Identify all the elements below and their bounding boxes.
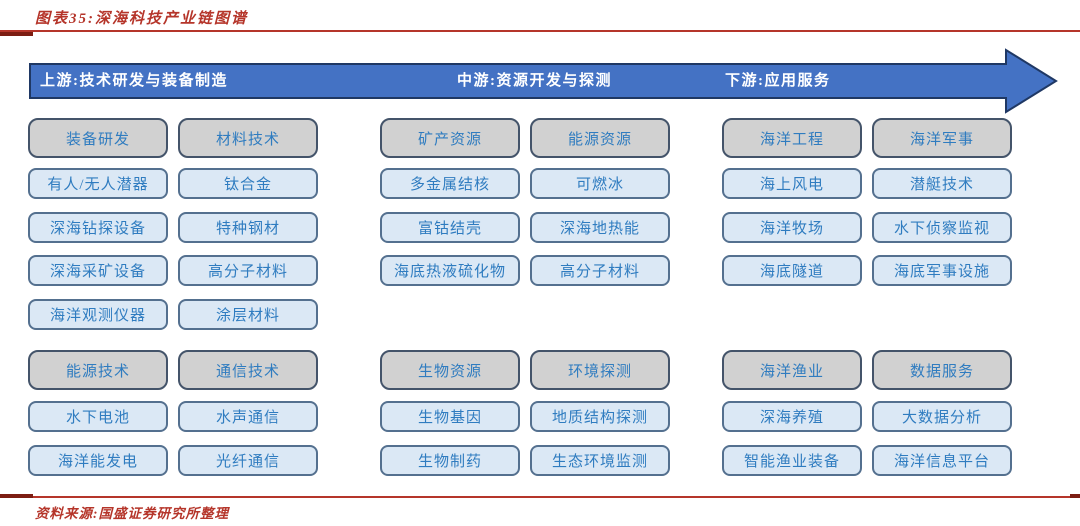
chain-item-box: 可燃冰 — [530, 168, 670, 199]
chain-item-box: 海洋能发电 — [28, 445, 168, 476]
banner-segment-downstream: 下游:应用服务 — [725, 73, 831, 89]
chain-item-box: 海上风电 — [722, 168, 862, 199]
chain-item-box: 生物制药 — [380, 445, 520, 476]
chain-item-box: 多金属结核 — [380, 168, 520, 199]
chain-item-box: 大数据分析 — [872, 401, 1012, 432]
chain-category-box: 环境探测 — [530, 350, 670, 390]
chain-category-box: 能源资源 — [530, 118, 670, 158]
chain-item-box: 海底热液硫化物 — [380, 255, 520, 286]
chain-category-box: 海洋渔业 — [722, 350, 862, 390]
chain-item-box: 水声通信 — [178, 401, 318, 432]
chain-item-box: 智能渔业装备 — [722, 445, 862, 476]
source-rule-right-cap — [1070, 494, 1080, 498]
chain-item-box: 钛合金 — [178, 168, 318, 199]
chain-category-box: 海洋军事 — [872, 118, 1012, 158]
chain-category-box: 能源技术 — [28, 350, 168, 390]
chain-item-box: 水下侦察监视 — [872, 212, 1012, 243]
chain-item-box: 特种钢材 — [178, 212, 318, 243]
chain-category-box: 矿产资源 — [380, 118, 520, 158]
chain-category-box: 通信技术 — [178, 350, 318, 390]
figure-title: 图表35:深海科技产业链图谱 — [35, 11, 248, 27]
chain-item-box: 深海地热能 — [530, 212, 670, 243]
chain-item-box: 海洋观测仪器 — [28, 299, 168, 330]
chain-category-box: 装备研发 — [28, 118, 168, 158]
chain-item-box: 海底隧道 — [722, 255, 862, 286]
chain-item-box: 深海钻探设备 — [28, 212, 168, 243]
chain-item-box: 高分子材料 — [178, 255, 318, 286]
chain-item-box: 涂层材料 — [178, 299, 318, 330]
chain-item-box: 生态环境监测 — [530, 445, 670, 476]
source-rule — [0, 496, 1080, 498]
chain-category-box: 材料技术 — [178, 118, 318, 158]
title-rule — [0, 30, 1080, 32]
chain-item-box: 水下电池 — [28, 401, 168, 432]
chain-item-box: 海洋信息平台 — [872, 445, 1012, 476]
chain-item-box: 地质结构探测 — [530, 401, 670, 432]
banner-segment-upstream: 上游:技术研发与装备制造 — [40, 73, 228, 89]
chain-item-box: 光纤通信 — [178, 445, 318, 476]
chain-category-box: 数据服务 — [872, 350, 1012, 390]
process-arrow — [29, 48, 1058, 114]
chain-item-box: 高分子材料 — [530, 255, 670, 286]
chain-item-box: 海洋牧场 — [722, 212, 862, 243]
banner-segment-midstream: 中游:资源开发与探测 — [457, 73, 612, 89]
chain-item-box: 潜艇技术 — [872, 168, 1012, 199]
source-rule-left-segment — [0, 494, 33, 498]
title-rule-left-segment — [0, 32, 33, 36]
figure-source: 资料来源:国盛证券研究所整理 — [35, 506, 229, 521]
chain-item-box: 深海采矿设备 — [28, 255, 168, 286]
chain-item-box: 深海养殖 — [722, 401, 862, 432]
chain-item-box: 有人/无人潜器 — [28, 168, 168, 199]
chain-item-box: 生物基因 — [380, 401, 520, 432]
chain-category-box: 海洋工程 — [722, 118, 862, 158]
process-arrow-shape — [29, 48, 1058, 114]
chain-item-box: 海底军事设施 — [872, 255, 1012, 286]
chain-item-box: 富钴结壳 — [380, 212, 520, 243]
chain-category-box: 生物资源 — [380, 350, 520, 390]
